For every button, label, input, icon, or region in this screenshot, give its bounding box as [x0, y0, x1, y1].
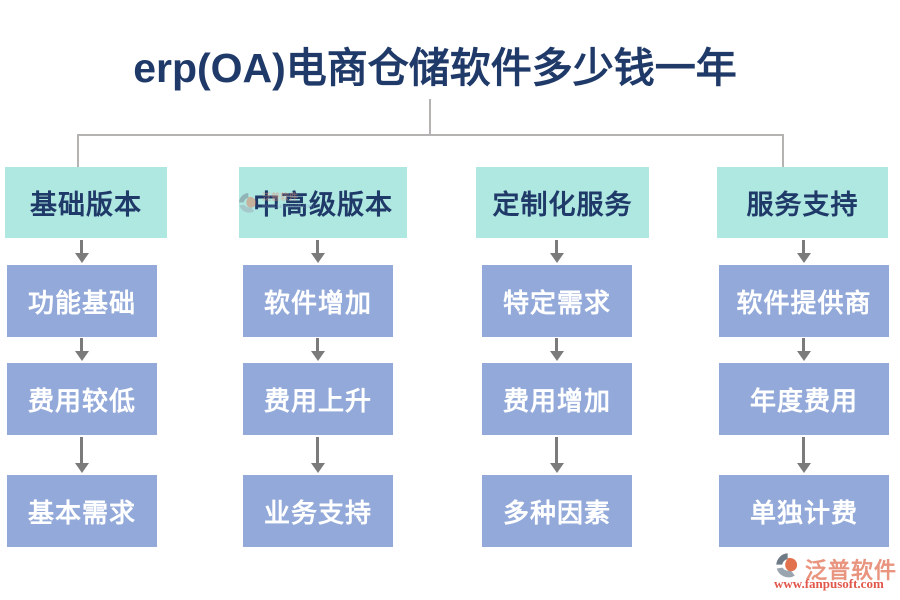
fanpu-logo-icon [776, 553, 798, 578]
arrow-down-icon [802, 240, 805, 254]
arrow-down-icon [80, 338, 83, 352]
arrow-down-icon [316, 437, 319, 464]
node-item: 费用上升 [243, 363, 393, 435]
node-item: 业务支持 [243, 475, 393, 547]
page-title: erp(OA)电商仓储软件多少钱一年 [133, 45, 737, 91]
node-item: 多种因素 [482, 475, 632, 547]
node-item: 年度费用 [719, 363, 889, 435]
node-item: 单独计费 [719, 475, 889, 547]
arrow-down-icon [555, 338, 558, 352]
node-item: 基本需求 [7, 475, 157, 547]
node-header-mid-high-version: 中高级版本 [239, 167, 407, 238]
arrow-down-icon [316, 240, 319, 254]
node-item: 功能基础 [7, 265, 157, 337]
arrow-down-icon [80, 437, 83, 464]
watermark-brand-text: 泛普软件 [805, 558, 898, 583]
arrow-down-icon [80, 240, 83, 254]
arrow-down-icon [316, 338, 319, 352]
arrow-down-icon [555, 240, 558, 254]
node-item: 软件增加 [243, 265, 393, 337]
node-header-custom-service: 定制化服务 [476, 167, 649, 238]
connector-left-drop-line [77, 134, 79, 168]
node-header-service-support: 服务支持 [717, 167, 888, 238]
arrow-down-icon [802, 338, 805, 352]
node-item: 特定需求 [482, 265, 632, 337]
node-item: 软件提供商 [719, 265, 889, 337]
arrow-down-icon [802, 437, 805, 464]
watermark-url-text: www.fanpusoft.com [774, 576, 884, 591]
connector-title-stub-line [429, 99, 431, 135]
connector-right-drop-line [782, 134, 784, 168]
connector-horizontal-line [77, 134, 784, 136]
arrow-down-icon [555, 437, 558, 464]
node-item: 费用增加 [482, 363, 632, 435]
node-item: 费用较低 [7, 363, 157, 435]
node-header-basic-version: 基础版本 [5, 167, 167, 238]
